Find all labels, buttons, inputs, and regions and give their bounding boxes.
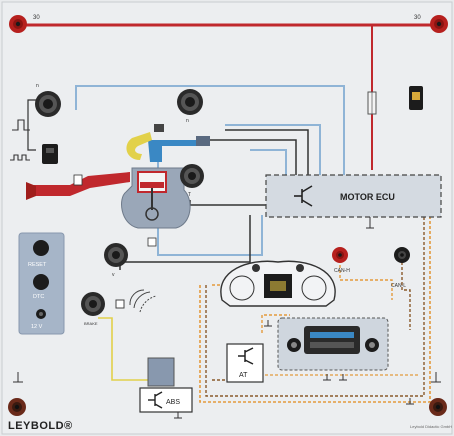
top-sensor-knob-label: n [186, 118, 189, 124]
instrument-cluster [220, 260, 336, 307]
footnote: Leybold Didactic GmbH [410, 424, 453, 429]
speed-knob-label: v [112, 272, 115, 278]
throttle-knob-label: n [36, 83, 39, 89]
at-module [226, 343, 264, 383]
at-transistor-icon [238, 347, 254, 365]
ground-symbols [13, 320, 441, 419]
throttle-knob[interactable] [35, 91, 61, 117]
brake-sensor-symbol [115, 289, 157, 313]
dtc-button[interactable] [33, 274, 49, 290]
ecu-label: MOTOR ECU [340, 192, 395, 202]
engine-schematic [26, 124, 210, 247]
brand-logo: LEYBOLD® [8, 420, 73, 432]
relay-switch[interactable] [409, 86, 423, 110]
brake-knob-label: BRAKE [84, 321, 98, 326]
voltage-label: 12 V [31, 324, 43, 330]
temp-knob[interactable] [180, 164, 204, 188]
reset-button[interactable] [33, 240, 49, 256]
can-high-label: CAN-H [334, 268, 350, 274]
sensor-signal-symbols [10, 119, 30, 161]
terminal-30-left-label: 30 [33, 15, 40, 21]
terminal-ground-left[interactable] [8, 398, 26, 416]
can-low-terminal[interactable] [394, 247, 410, 263]
reset-label: RESET [28, 262, 47, 268]
brake-knob[interactable] [81, 292, 105, 316]
abs-label: ABS [166, 399, 180, 406]
fuse [367, 91, 377, 115]
abs-transistor-icon [148, 391, 163, 409]
terminal-30-left[interactable] [9, 15, 27, 33]
terminal-30-right-label: 30 [414, 15, 421, 21]
yellow-wire [98, 317, 148, 381]
switch-block[interactable] [42, 144, 58, 164]
terminal-ground-right[interactable] [429, 398, 447, 416]
dtc-label: DTC [33, 294, 44, 300]
top-sensor-knob[interactable] [177, 89, 203, 115]
speed-knob[interactable] [104, 243, 128, 267]
can-low-label: CAN-L [391, 283, 406, 289]
motor-ecu [265, 174, 442, 229]
terminal-30-right[interactable] [430, 15, 448, 33]
transistor-icon [294, 185, 313, 207]
abs-module [139, 357, 193, 413]
obd-connector[interactable] [277, 317, 389, 371]
diagnostic-panel [18, 232, 65, 335]
temp-knob-label: T [188, 192, 191, 198]
at-label: AT [239, 372, 248, 379]
can-high-terminal[interactable] [332, 247, 348, 263]
